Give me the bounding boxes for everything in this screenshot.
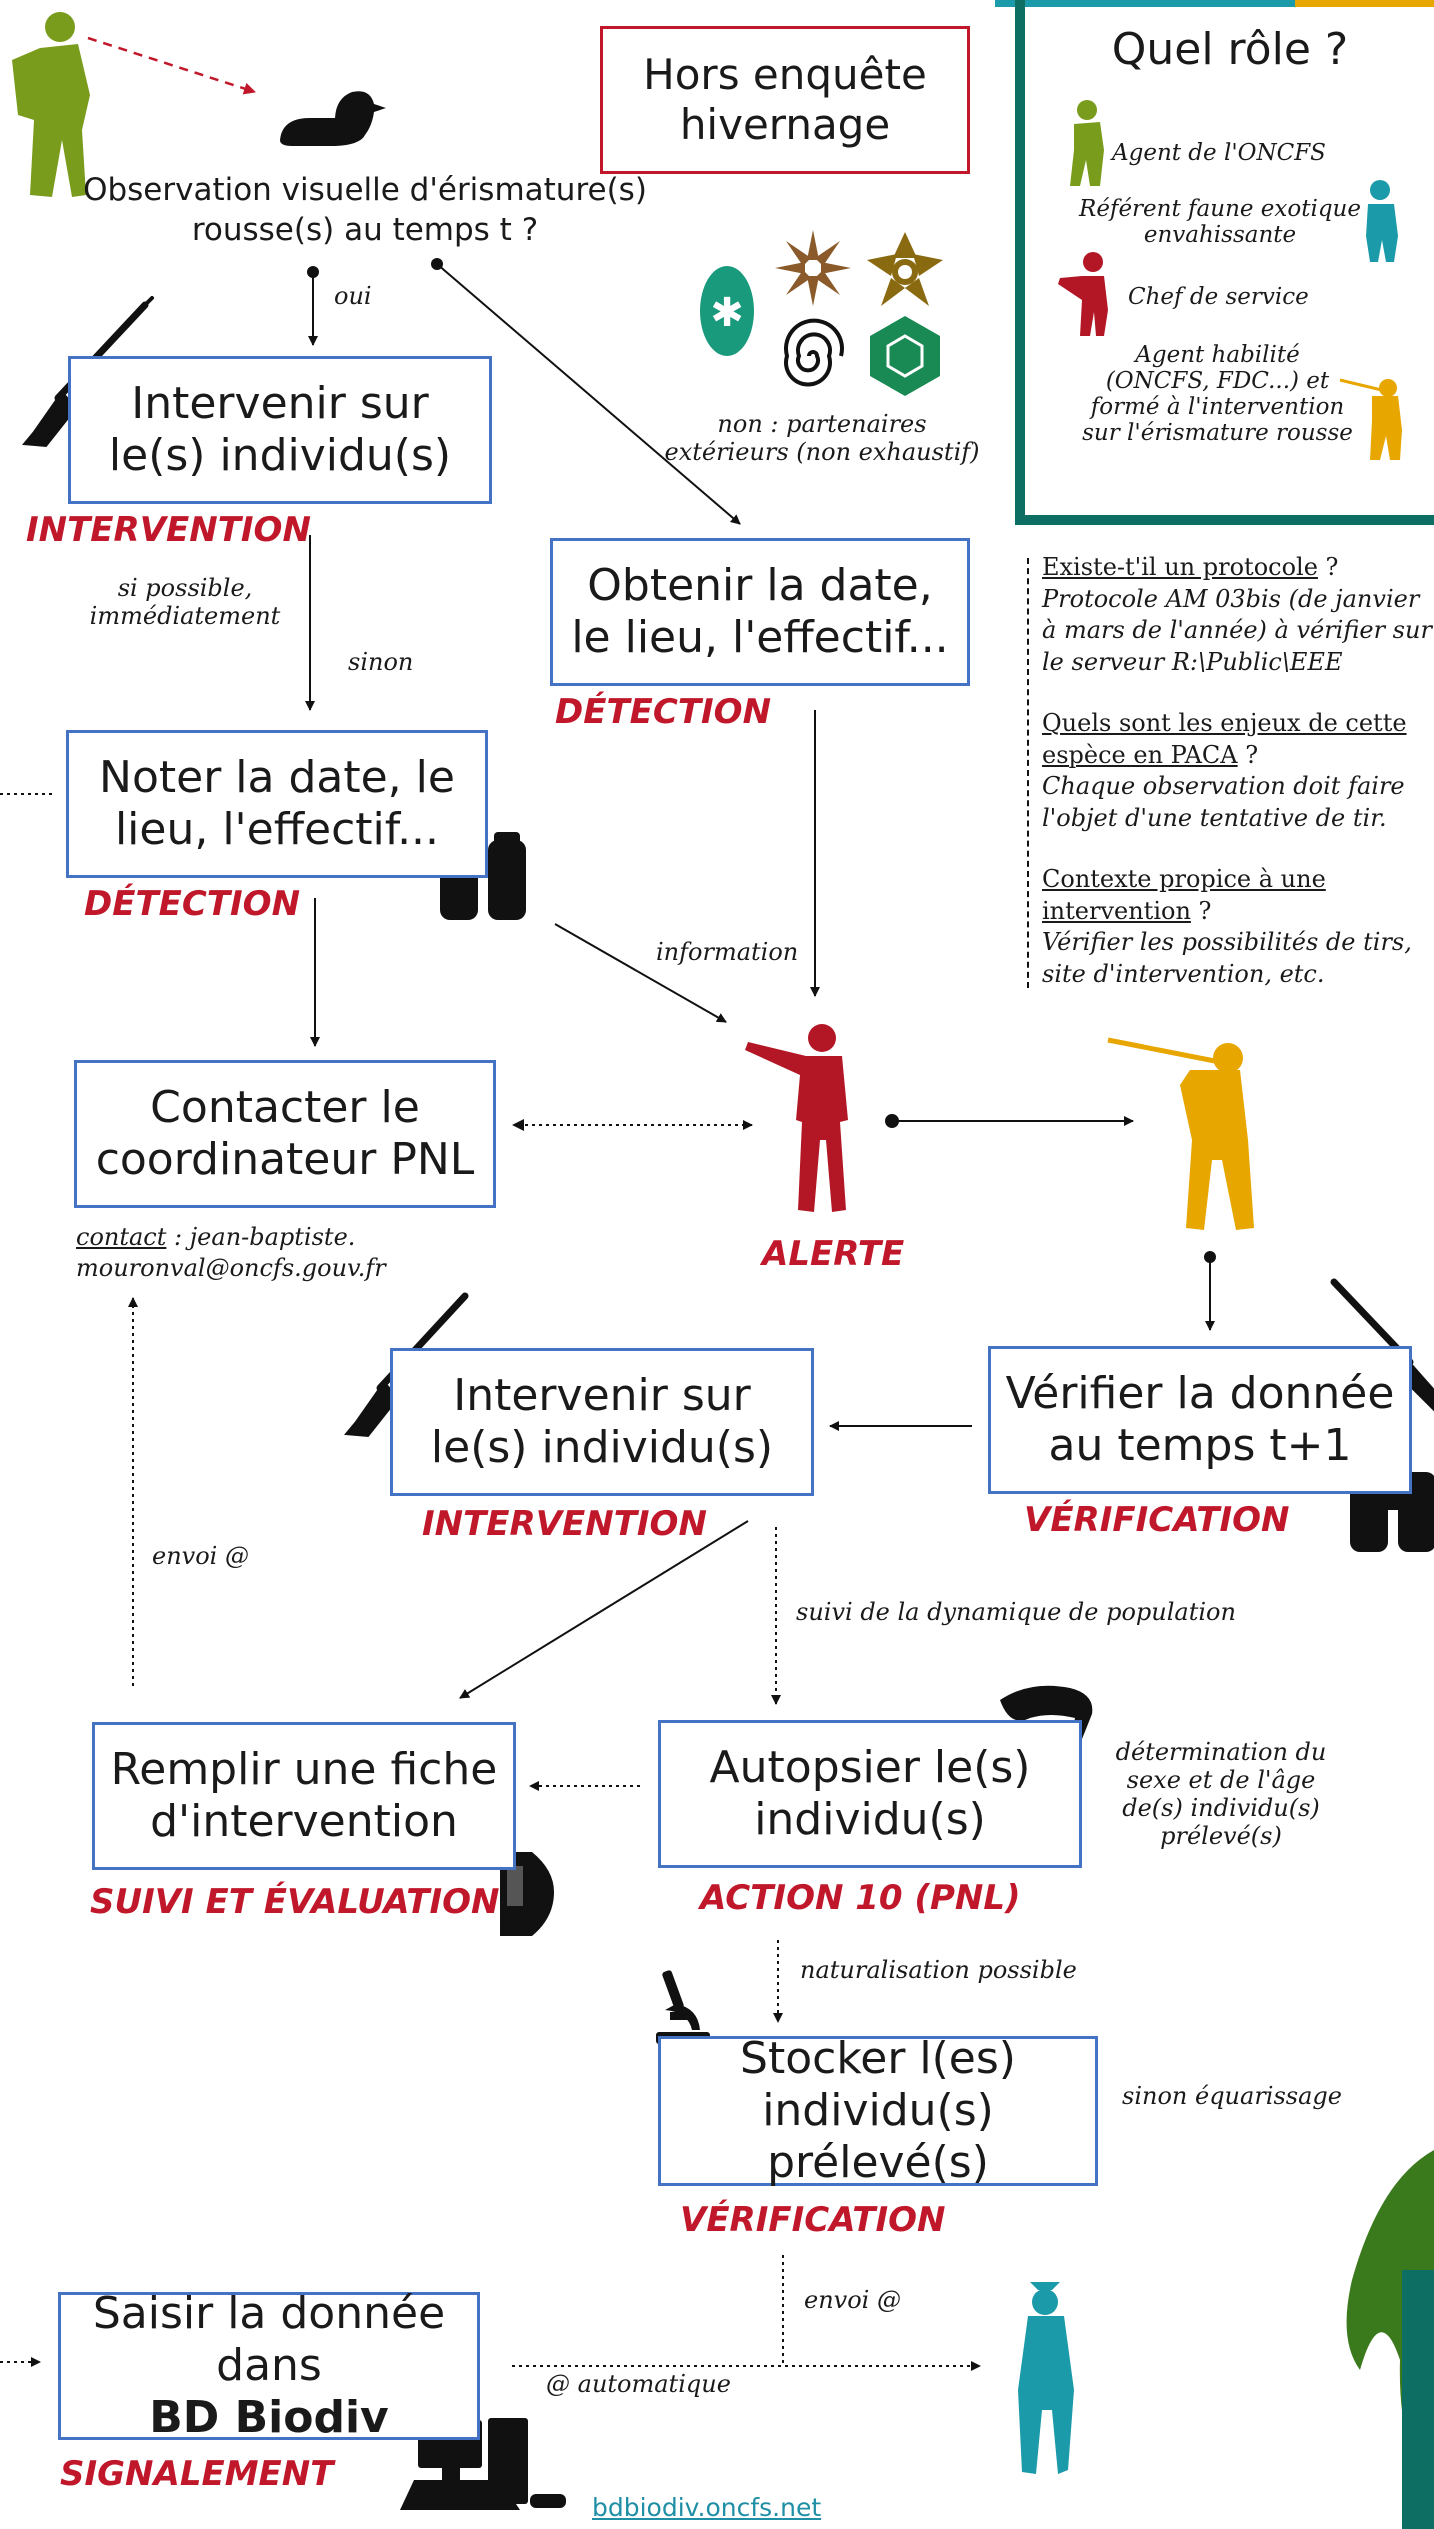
chef-de-service-figure-icon <box>745 1024 848 1212</box>
observation-text: Observation visuelle d'érismature(s) rou… <box>83 172 647 249</box>
role-referent-label: Référent faune exotique envahissante <box>1079 196 1361 248</box>
contacter-box: Contacter le coordinateur PNL <box>74 1060 496 1208</box>
role-referent-icon <box>1366 180 1398 262</box>
label-alerte: ALERTE <box>762 1234 905 1274</box>
arrow-non <box>436 263 741 525</box>
referent-figure-icon <box>1018 2282 1074 2474</box>
edge-information: information <box>656 938 799 966</box>
intervenir-box-2: Intervenir sur le(s) individu(s) <box>390 1348 814 1496</box>
verifier-box: Vérifier la donnée au temps t+1 <box>988 1346 1412 1494</box>
label-detection-2: DÉTECTION <box>84 884 301 924</box>
question-enjeux: Quels sont les enjeux de cette espèce en… <box>1042 708 1434 835</box>
noter-box: Noter la date, le lieu, l'effectif... <box>66 730 488 878</box>
roles-panel-frame <box>1015 0 1434 525</box>
top-teal-bar <box>995 0 1295 7</box>
role-habilite-label: Agent habilité (ONCFS, FDC...) et formé … <box>1082 342 1353 446</box>
autopsier-box: Autopsier le(s) individu(s) <box>658 1720 1082 1868</box>
edge-sinon: sinon <box>348 648 414 676</box>
autopsie-note: détermination du sexe et de l'âge de(s) … <box>1115 1738 1327 1850</box>
edge-automatique: @ automatique <box>546 2370 731 2398</box>
edge-envoi-1: envoi @ <box>152 1542 249 1570</box>
role-chef-label: Chef de service <box>1128 284 1309 310</box>
top-yellow-bar <box>1295 0 1434 7</box>
question-protocole-answer: Protocole AM 03bis (de janvier à mars de… <box>1042 584 1432 677</box>
role-agent-icon <box>1070 100 1104 186</box>
label-suivi: SUIVI ET ÉVALUATION <box>90 1882 500 1922</box>
label-verification-1: VÉRIFICATION <box>1024 1500 1290 1540</box>
role-chef-icon <box>1058 252 1108 336</box>
intervenir-box-1: Intervenir sur le(s) individu(s) <box>68 356 492 504</box>
question-protocole: Existe-t'il un protocole ? Protocole AM … <box>1042 552 1434 679</box>
question-enjeux-q: Quels sont les enjeux de cette espèce en… <box>1042 709 1407 769</box>
agent-habilite-figure-icon <box>1107 1037 1254 1230</box>
saisir-bold: BD Biodiv <box>149 2391 389 2443</box>
partner-logos-icon: ✱ <box>700 230 943 396</box>
edge-si-possible: si possible, immédiatement <box>89 574 281 630</box>
label-intervention-1: INTERVENTION <box>26 510 311 550</box>
contact-info: contact : jean-baptiste. mouronval@oncfs… <box>76 1222 436 1284</box>
bdbiodiv-link[interactable]: bdbiodiv.oncfs.net <box>592 2493 822 2522</box>
label-intervention-2: INTERVENTION <box>422 1504 707 1544</box>
observer-dashed-arrow <box>87 36 256 95</box>
label-signalement: SIGNALEMENT <box>60 2454 334 2494</box>
role-agent-label: Agent de l'ONCFS <box>1112 140 1326 166</box>
document-icon <box>500 1852 554 1936</box>
saisir-box: Saisir la donnée dans BD Biodiv <box>58 2288 480 2443</box>
arrow-intervenir-to-remplir <box>459 1520 749 1699</box>
questions-divider <box>1027 558 1029 988</box>
question-contexte: Contexte propice à une intervention ? Vé… <box>1042 864 1434 991</box>
partners-label: non : partenaires extérieurs (non exhaus… <box>664 410 980 466</box>
stocker-box: Stocker l(es) individu(s) prélevé(s) <box>658 2033 1098 2188</box>
duck-icon <box>280 91 386 146</box>
contact-label: contact <box>76 1223 167 1251</box>
role-habilite-icon <box>1339 378 1402 460</box>
roles-panel-title: Quel rôle ? <box>1111 24 1349 75</box>
parrot-icon <box>1346 2150 1434 2529</box>
obtenir-box: Obtenir la date, le lieu, l'effectif... <box>550 538 970 686</box>
label-verification-2: VÉRIFICATION <box>680 2200 946 2240</box>
scalpel-icon <box>1000 1685 1093 1744</box>
label-action10: ACTION 10 (PNL) <box>700 1878 1021 1918</box>
saisir-prefix: Saisir la donnée dans <box>92 2288 446 2392</box>
edge-naturalisation: naturalisation possible <box>800 1956 1077 1984</box>
equarrissage-note: sinon équarissage <box>1122 2082 1342 2110</box>
contact-value: : jean-baptiste. mouronval@oncfs.gouv.fr <box>76 1223 386 1283</box>
edge-envoi-2: envoi @ <box>804 2286 901 2314</box>
agent-oncfs-figure-icon <box>12 12 90 197</box>
label-detection-1: DÉTECTION <box>555 692 772 732</box>
question-contexte-q: Contexte propice à une intervention <box>1042 865 1326 925</box>
remplir-box: Remplir une fiche d'intervention <box>92 1722 516 1870</box>
edge-oui: oui <box>334 282 372 310</box>
edge-suivi: suivi de la dynamique de population <box>796 1598 1236 1626</box>
arrow-information <box>554 923 727 1023</box>
question-contexte-answer: Vérifier les possibilités de tirs, site … <box>1042 928 1412 989</box>
svg-text:✱: ✱ <box>710 290 744 336</box>
hors-enquete-box: Hors enquête hivernage <box>600 26 970 174</box>
question-enjeux-answer: Chaque observation doit faire l'objet d'… <box>1042 772 1405 833</box>
question-protocole-q: Existe-t'il un protocole <box>1042 553 1318 581</box>
